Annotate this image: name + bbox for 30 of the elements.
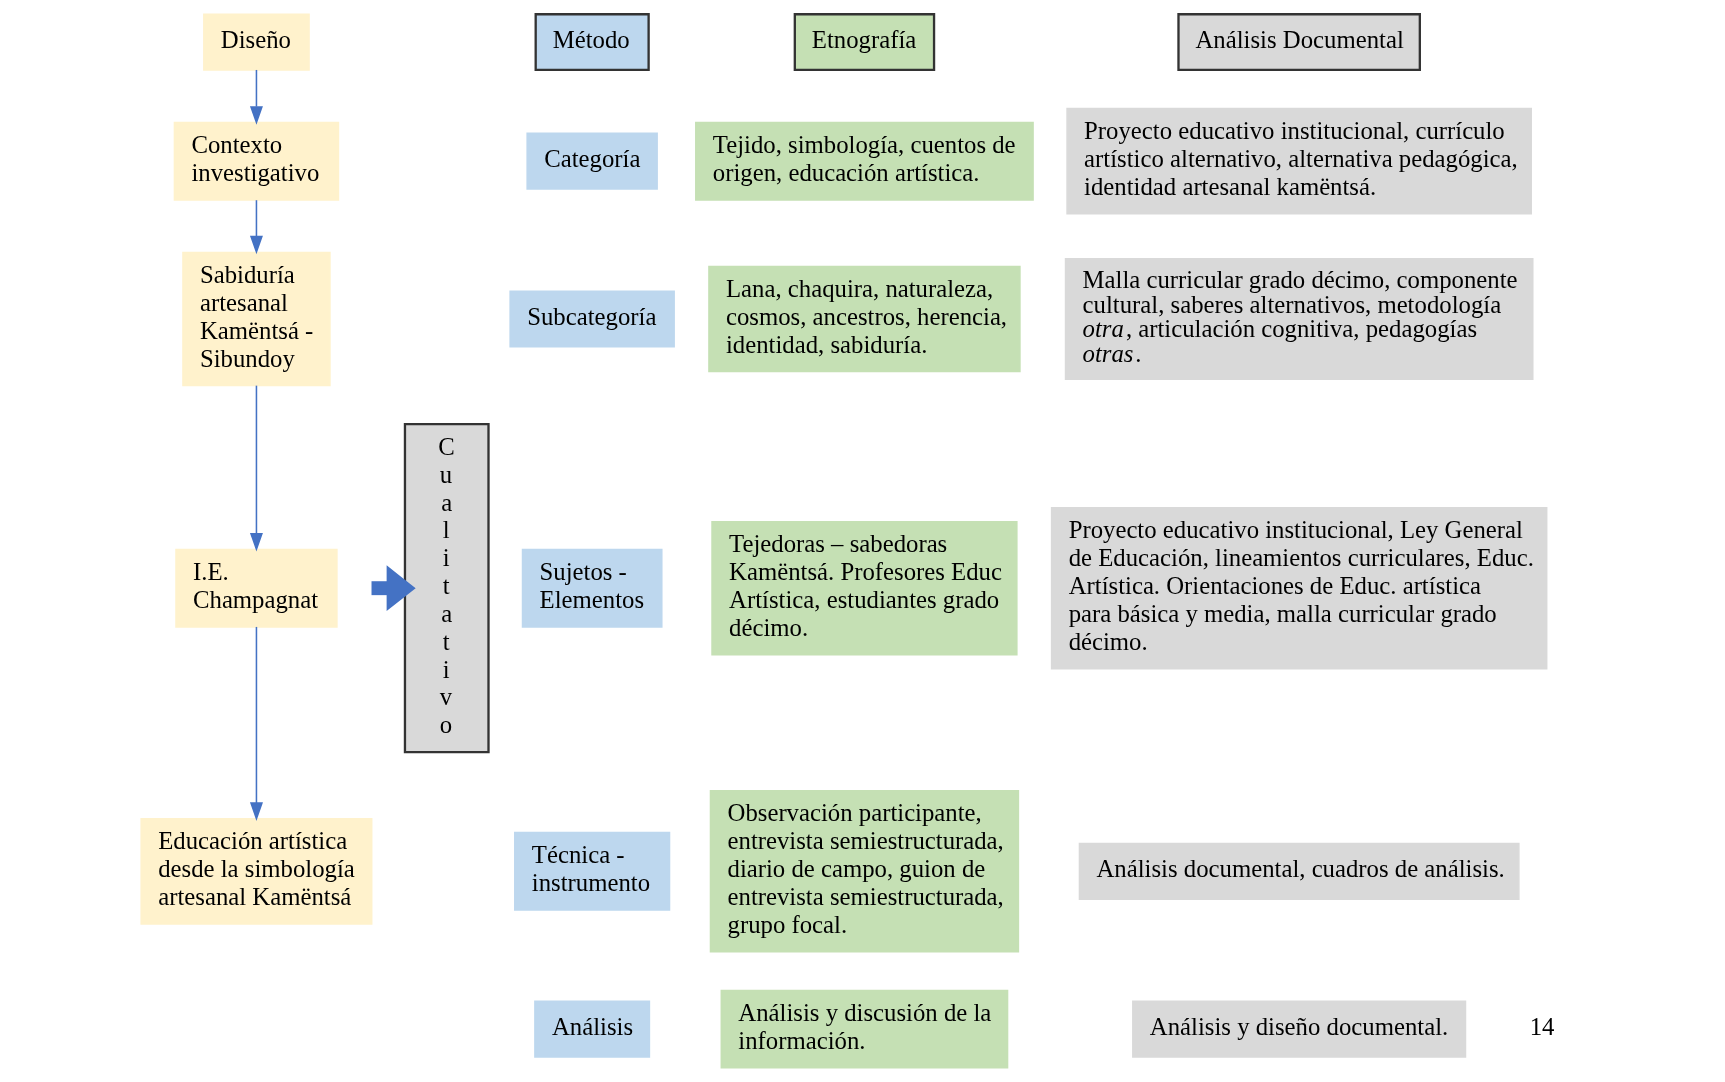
node-box: Cualitativo	[403, 423, 490, 754]
arrow	[249, 69, 263, 125]
arrow	[249, 626, 263, 821]
node-box: Proyecto educativo institucional, Ley General de Educación, lineamientos curriculares, Educ. Artística. Orientaciones de Educ. artística para básica y media, malla curricular grado décimo.	[1050, 506, 1548, 670]
node-box: Análisis	[534, 1000, 651, 1058]
node-box: Contexto investigativo	[173, 121, 340, 201]
node-box: Sujetos - Elementos	[521, 548, 663, 628]
arrow	[371, 565, 416, 612]
node-box: Método	[534, 13, 650, 72]
node-box: Diseño	[203, 13, 310, 71]
label: 14	[1529, 1012, 1555, 1040]
node-box: Etnografía	[793, 13, 936, 72]
node-box: Observación participante, entrevista semiestructurada, diario de campo, guion de entrevista semiestructurada, grupo focal.	[709, 790, 1020, 953]
node-box: I.E. Champagnat	[175, 548, 338, 628]
node-box: Tejedoras – sabedoras Kamëntsá. Profesores Educ Artística, estudiantes grado décimo.	[711, 520, 1018, 656]
node-box: Técnica - instrumento	[514, 831, 671, 911]
arrow	[249, 199, 263, 255]
node-box: Sabiduría artesanal Kamëntsá - Sibundoy	[182, 251, 331, 387]
node-box: Tejido, simbología, cuentos de origen, educación artística.	[695, 121, 1034, 201]
node-box: Lana, chaquira, naturaleza, cosmos, ancestros, herencia, identidad, sabiduría.	[708, 265, 1021, 373]
node-box: Subcategoría	[509, 290, 675, 348]
node-box: Análisis Documental	[1177, 13, 1421, 72]
node-box: Análisis y discusión de la información.	[720, 989, 1009, 1069]
node-box: Categoría	[526, 132, 658, 190]
node-box: Análisis documental, cuadros de análisis.	[1078, 842, 1520, 900]
node-box: Análisis y diseño documental.	[1132, 1000, 1467, 1058]
node-box: Proyecto educativo institucional, currículo artístico alternativo, alternativa pedagógica, identidad artesanal kamëntsá.	[1066, 107, 1532, 215]
node-box: Educación artística desde la simbología artesanal Kamëntsá	[140, 817, 373, 925]
node-box: Malla curricular grado décimo, componente cultural, saberes alternativos, metodología otra, articulación cognitiva, pedagogías otras.	[1064, 257, 1534, 381]
arrow	[249, 384, 263, 552]
